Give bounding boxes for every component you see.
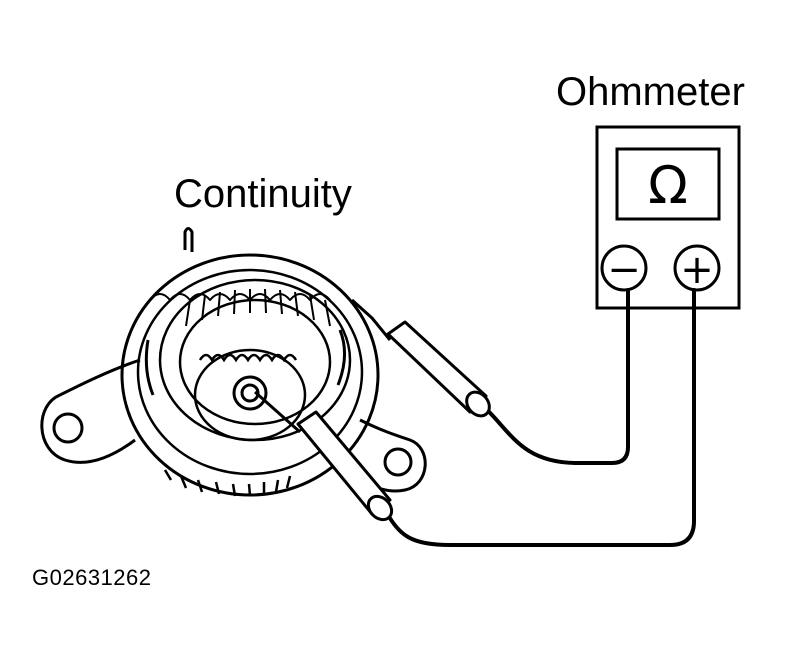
positive-terminal [673,244,721,292]
negative-lead-wire [480,288,630,465]
terminal-stud [183,227,194,252]
rotor-claws [198,353,298,363]
continuity-label: Continuity [174,172,352,216]
positive-probe [254,390,394,522]
mount-hole-left [52,412,84,444]
figure-code: G02631262 [32,565,152,590]
positive-lead-wire [384,288,696,547]
plus-sign: + [680,247,714,293]
negative-terminal [600,244,648,292]
ohmmeter-label: Ohmmeter [556,70,745,114]
mount-hole-right [383,447,413,477]
ohmmeter-display [615,147,721,221]
ohmmeter-body [595,125,741,310]
alternator [40,227,427,497]
stator-slots [185,288,331,327]
minus-sign: − [607,247,641,293]
ohmmeter [595,125,741,310]
mounting-ear-left [40,358,141,464]
slip-ring [232,375,268,411]
omega-symbol: Ω [648,156,688,216]
rotor [193,348,307,442]
negative-probe [350,298,491,418]
